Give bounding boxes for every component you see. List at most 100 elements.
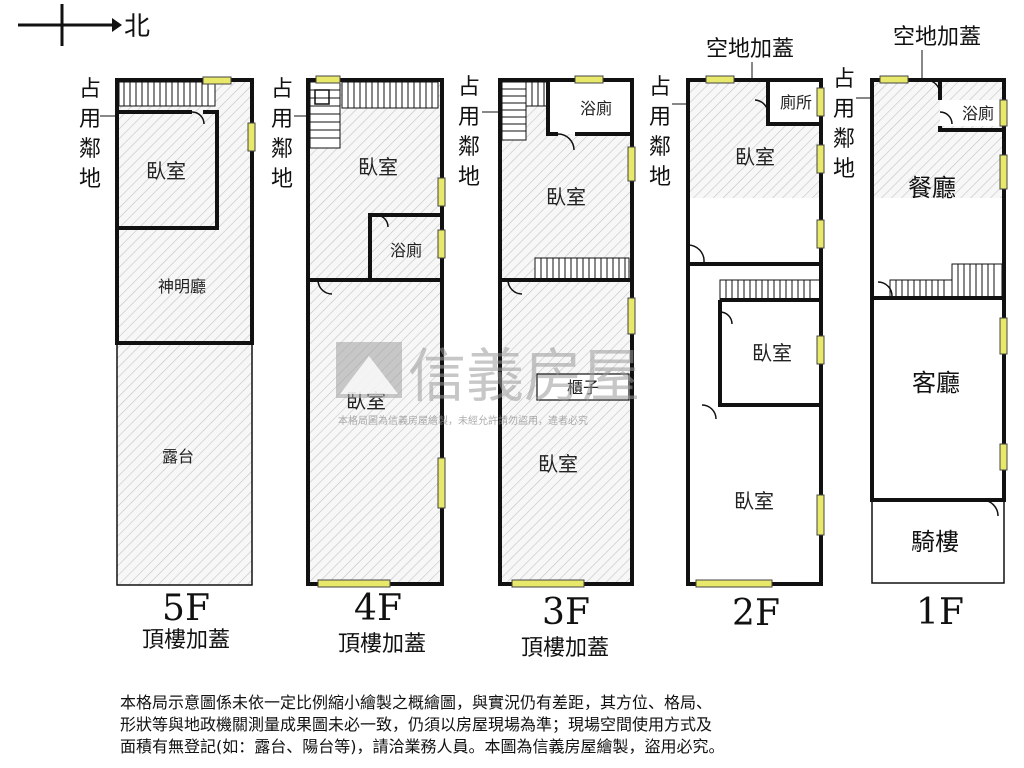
svg-text:占: 占 [271,77,293,102]
floor-5f-bedroom-wall [117,110,219,230]
svg-text:鄰: 鄰 [649,135,671,160]
door-icon [687,244,705,263]
room-label-bedroom: 臥室 [538,452,578,476]
floor-plan-diagram: 北 臥室 神明廳 露台 5F 頂樓加蓋 [18,4,1008,661]
window-icon [315,75,341,84]
door-icon [375,214,389,228]
window-icon [695,579,773,588]
floor-number: 4F [354,588,402,629]
window-icon [627,146,636,182]
floor-1f: 浴廁 餐廳 客廳 騎樓 1F [870,75,1008,633]
svg-text:空地加蓋: 空地加蓋 [893,25,981,50]
floor-3f-area [500,80,632,584]
window-icon [574,75,604,84]
room-label-bathroom: 浴廁 [390,241,422,260]
svg-text:用: 用 [649,105,671,130]
door-icon [557,133,575,151]
door-icon [507,279,523,295]
floor-2f: 廁所 臥室 臥室 臥室 2F [686,75,825,634]
svg-text:用: 用 [833,97,855,122]
floor-number: 2F [732,593,780,634]
svg-text:地: 地 [271,167,293,192]
room-label-bedroom: 臥室 [358,155,398,179]
room-label-arcade: 騎樓 [911,528,959,556]
floor-5f-terrace-area [117,343,252,585]
window-icon [317,579,391,588]
window-icon [627,297,636,335]
svg-text:地: 地 [458,165,480,190]
floor-5f-indoor-area [117,80,252,343]
watermark: 信義房屋 本格局圖為信義房屋繪製，未經允許請勿盜用，違者必究 [336,342,640,427]
door-icon [939,111,953,125]
window-icon [999,154,1008,190]
room-label-terrace: 露台 [162,447,194,466]
window-icon [437,177,446,207]
room-label-cabinet: 櫃子 [567,378,599,397]
floor-1f-arcade-outline [871,499,1005,584]
floor-1f-stairs [889,263,1003,299]
window-icon [437,457,446,509]
floor-note: 頂樓加蓋 [521,636,609,661]
side-label-1f: 占 用 鄰 地 [833,67,872,182]
floor-3f-stairs [501,81,630,281]
door-icon [754,99,769,113]
watermark-brand: 信義房屋 [408,342,640,410]
svg-text:用: 用 [271,107,293,132]
room-label-bedroom: 臥室 [546,185,586,209]
disclaimer-line: 本格局示意圖係未依一定比例縮小繪製之概繪圖，與實況仍有差距，其方位、格局、 [120,693,713,712]
empty-land-label-1f: 空地加蓋 [893,25,981,80]
floor-2f-stairs [719,279,821,301]
room-label-bedroom: 臥室 [752,341,792,365]
svg-text:用: 用 [458,105,480,130]
floor-3f-bathroom-wall [546,80,632,136]
room-label-dining: 餐廳 [908,174,956,202]
door-icon [925,79,941,95]
side-label-2f: 占 用 鄰 地 [649,75,688,190]
room-label-toilet: 廁所 [780,93,812,112]
window-icon [999,317,1008,355]
floor-number: 1F [916,592,964,633]
side-label-4f: 占 用 鄰 地 [271,77,308,192]
floor-5f: 臥室 神明廳 露台 5F 頂樓加蓋 [115,76,256,653]
window-icon [999,443,1008,471]
svg-text:鄰: 鄰 [458,135,480,160]
room-label-bedroom: 臥室 [734,489,774,513]
floor-5f-bedroom-door-icon [191,111,205,125]
door-icon [317,279,333,295]
svg-text:占: 占 [649,75,671,100]
window-icon [816,494,825,536]
room-label-bedroom: 臥室 [735,145,775,169]
svg-text:地: 地 [833,157,855,182]
empty-land-label-2f: 空地加蓋 [706,37,794,80]
floor-note: 頂樓加蓋 [338,632,426,657]
disclaimer-line: 形狀等與地政機關測量成果圖未必一致，仍須以房屋現場為準；現場空間使用方式及 [120,715,713,734]
room-label-bathroom: 浴廁 [962,104,994,123]
svg-text:鄰: 鄰 [271,137,293,162]
floor-3f-cabinet [536,373,630,401]
window-icon [999,99,1008,127]
floor-2f-bedroom-wall [718,300,821,407]
room-label-bedroom: 臥室 [146,159,186,183]
door-icon [981,499,999,517]
floor-4f-bathroom-wall [368,213,442,280]
side-label-3f: 占 用 鄰 地 [458,75,500,190]
svg-text:鄰: 鄰 [79,137,101,162]
window-icon [511,579,585,588]
floor-2f-toilet-wall [766,80,821,126]
svg-text:占: 占 [458,75,480,100]
door-icon [719,311,733,325]
svg-text:占: 占 [79,77,101,102]
window-icon [879,75,909,84]
floor-4f: 臥室 浴廁 臥室 4F 頂樓加蓋 [306,75,446,657]
svg-text:鄰: 鄰 [833,127,855,152]
floor-3f: 浴廁 臥室 櫃子 臥室 3F 頂樓加蓋 [498,75,636,661]
floor-number: 3F [542,592,590,633]
room-label-altar-hall: 神明廳 [158,277,206,296]
svg-text:地: 地 [79,167,101,192]
svg-text:占: 占 [833,67,855,92]
room-label-living: 客廳 [912,369,960,397]
door-icon [877,281,893,297]
north-compass: 北 [18,4,150,46]
window-icon [816,219,825,249]
window-icon [247,122,256,152]
